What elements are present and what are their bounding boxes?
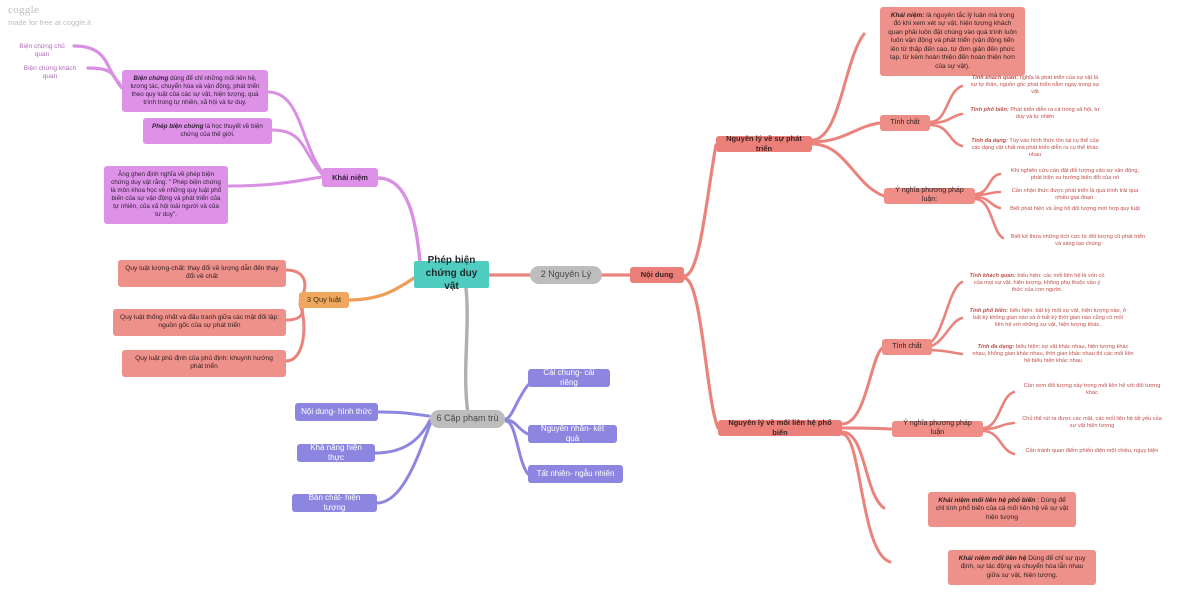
hub-label: 2 Nguyên Lý [540,269,592,280]
category-nguyen-nhan-ket-qua[interactable]: Nguyên nhân- kết quả [528,423,617,443]
node-nguyen-ly-su-phat-trien[interactable]: Nguyên lý về sự phát triển [716,134,812,153]
text-body: biểu hiện: sự vật khác nhau, hiện tượng … [972,344,1134,365]
text-body: Chủ thể rút ra được các mặt, các mối liê… [1022,416,1162,430]
category-kha-nang-hien-thuc[interactable]: Khả năng hiện thực [297,442,375,462]
box-lead: Biện chứng [133,75,169,82]
node-label: Nguyên lý về mối liên hệ phổ biến [728,418,832,437]
box-khai-niem-moi-lien-he-pho-bien[interactable]: Khái niệm mối liên hệ phổ biến : Dùng để… [928,492,1076,528]
text-lead: Tính đa dạng: [971,138,1008,144]
box-text: là nguyên tắc lý luận mà trong đó khi xe… [888,12,1017,70]
node-y-nghia-phuong-phap-luan-phat-trien[interactable]: Ý nghĩa phương pháp luận: [884,187,975,204]
text-body: Cần xem đối tượng này trong mối liên hệ … [1023,383,1161,397]
node-nguyen-ly-moi-lien-he-pho-bien[interactable]: Nguyên lý về mối liên hệ phổ biến [718,418,842,437]
text-body: Biết phát hiện và ủng hộ đối tượng mới h… [1010,206,1140,212]
node-label: Tính chất [890,118,920,126]
node-tinh-chat-phat-trien[interactable]: Tính chất [880,115,930,131]
text-body: nghĩa là phát triển của sự vật là sự tự … [970,75,1100,96]
law-item-luong-chat[interactable]: Quy luật lượng-chất: thay đổi về lượng d… [118,260,286,287]
category-tat-nhien-ngau-nhien[interactable]: Tất nhiên- ngẫu nhiên [528,465,623,483]
text-tinh-pho-bien-phat-trien[interactable]: Tính phổ biến: Phát triển diễn ra cả tro… [962,104,1108,124]
text-body: Tùy vào hình thức tồn tại cụ thể của các… [971,138,1099,159]
text-lead: Tính khách quan: [971,75,1019,81]
hub-2-nguyen-ly[interactable]: 2 Nguyên Lý [530,266,602,284]
text-pp-lien-he-3[interactable]: Cần tránh quan điểm phiến diện một chiều… [1014,445,1170,458]
category-text: Bản chất- hiện tượng [308,492,361,512]
law-text: Quy luật lượng-chất: thay đổi về lượng d… [125,265,279,281]
category-text: Cái chung- cái riêng [543,367,595,387]
text-body: Cần nhận thức được phát triển là quá trì… [1011,188,1139,202]
text-body: Phát triển diễn ra cả trong xã hội, tư d… [1010,107,1100,121]
law-item-phu-dinh[interactable]: Quy luật phủ định của phủ định: khuynh h… [122,350,286,377]
root-node[interactable]: Phép biện chứng duy vật [414,255,489,292]
node-label: Tính chất [892,342,922,350]
text-pp-phat-trien-2[interactable]: Cần nhận thức được phát triển là quá trì… [1000,185,1150,205]
hub-label: Khái niệm [332,172,368,182]
text-lead: Tính khách quan: [969,273,1016,279]
box-text: Dùng để chỉ sự quy định, sự tác động và … [960,555,1086,579]
text-lead: Tính phổ biến: [970,107,1009,113]
coggle-logo: coggle [8,4,40,16]
box-text: Ăng ghen định nghĩa về phép biện chứng d… [110,171,222,219]
box-lead: Phép biện chứng [152,123,204,130]
category-text: Nguyên nhân- kết quả [540,423,605,443]
text-body: Khi nghiên cứu cần đặt đối tượng vào sự … [1010,168,1140,182]
law-text: Quy luật thống nhất và đấu tranh giữa cá… [119,314,280,330]
hub-label: 6 Cặp phạm trù [436,413,499,424]
category-text: Tất nhiên- ngẫu nhiên [536,468,615,478]
hub-3-quy-luat[interactable]: 3 Quy luật [299,292,349,308]
box-lead: Khái niệm mối liên hệ [958,555,1027,562]
box-phep-bien-chung[interactable]: Phép biện chứng là học thuyết về biện ch… [143,118,272,145]
text-lead: Tính đa dạng: [977,344,1015,350]
text-body: biểu hiện: bất kỳ một sự vật, hiện tượng… [973,308,1127,329]
text-tinh-da-dang-lien-he[interactable]: Tính đa dạng: biểu hiện: sự vật khác nha… [965,341,1141,368]
box-bien-chung[interactable]: Biện chứng dùng để chỉ những mối liên hệ… [122,70,268,113]
box-text: : Dùng để chỉ tính phổ biến của cá mối l… [935,497,1069,521]
text-pp-phat-trien-4[interactable]: Biết kế thừa những tích cực từ đối tượng… [1003,231,1153,251]
label-text: Biện chứng chủ quan [19,43,65,59]
hub-label: 3 Quy luật [306,295,342,305]
category-text: Khả năng hiện thực [310,442,362,462]
category-ban-chat-hien-tuong[interactable]: Bản chất- hiện tượng [292,492,377,512]
text-tinh-khach-quan-phat-trien[interactable]: Tính khách quan: nghĩa là phát triển của… [962,72,1108,99]
hub-khai-niem[interactable]: Khái niệm [322,168,378,187]
hub-6-cap-pham-tru[interactable]: 6 Cặp phạm trù [430,410,505,428]
node-y-nghia-phuong-phap-luan-lien-he[interactable]: Ý nghĩa phương pháp luận [892,420,983,437]
box-lead: Khái niệm: [890,12,925,19]
box-khai-niem-moi-lien-he[interactable]: Khái niệm mối liên hệ Dùng để chỉ sự quy… [948,550,1096,586]
law-item-thong-nhat-dau-tranh[interactable]: Quy luật thống nhất và đấu tranh giữa cá… [113,309,286,336]
category-text: Nội dung- hình thức [301,406,372,416]
root-node-label: Phép biện chứng duy vật [425,255,478,292]
text-tinh-khach-quan-lien-he[interactable]: Tính khách quan: biểu hiện: các mối liên… [962,270,1112,297]
text-pp-phat-trien-3[interactable]: Biết phát hiện và ủng hộ đối tượng mới h… [1000,203,1150,216]
node-label: Nguyên lý về sự phát triển [726,134,802,153]
box-lead: Khái niệm mối liên hệ phổ biến [938,497,1036,504]
coggle-tagline: made for free at coggle.it [8,18,91,27]
label-bien-chung-chu-quan[interactable]: Biện chứng chủ quan [10,40,74,63]
text-pp-lien-he-1[interactable]: Cần xem đối tượng này trong mối liên hệ … [1014,380,1170,400]
node-label: Ý nghĩa phương pháp luận [903,420,972,436]
box-text: là học thuyết về biện chứng của thế giới… [180,123,263,139]
text-body: Cần tránh quan điểm phiến diện một chiều… [1025,448,1159,454]
text-body: Biết kế thừa những tích cực từ đối tượng… [1010,234,1146,248]
node-noi-dung[interactable]: Nội dung [630,267,684,283]
text-tinh-da-dang-phat-trien[interactable]: Tính đa dạng: Tùy vào hình thức tồn tại … [962,135,1108,162]
text-lead: Tính phổ biến: [969,308,1009,314]
text-pp-lien-he-2[interactable]: Chủ thể rút ra được các mặt, các mối liê… [1014,413,1170,433]
box-khai-niem-phat-trien[interactable]: Khái niệm: là nguyên tắc lý luận mà tron… [880,7,1025,77]
text-pp-phat-trien-1[interactable]: Khi nghiên cứu cần đặt đối tượng vào sự … [1000,165,1150,185]
text-body: biểu hiện: các mối liên hệ là vốn có của… [973,273,1105,294]
box-text: dùng để chỉ những mối liên hệ, tương tác… [130,75,260,107]
node-label: Nội dung [640,270,674,280]
category-cai-chung-cai-rieng[interactable]: Cái chung- cái riêng [528,367,610,387]
label-text: Biện chứng khách quan [23,65,77,81]
label-bien-chung-khach-quan[interactable]: Biện chứng khách quan [12,62,88,85]
coggle-brand: coggle made for free at coggle.it [8,4,91,27]
law-text: Quy luật phủ định của phủ định: khuynh h… [135,355,273,371]
box-angghen-dinh-nghia[interactable]: Ăng ghen định nghĩa về phép biện chứng d… [104,166,228,225]
category-noi-dung-hinh-thuc[interactable]: Nội dung- hình thức [295,403,378,421]
text-tinh-pho-bien-lien-he[interactable]: Tính phổ biến: biểu hiện: bất kỳ một sự … [962,305,1134,332]
node-tinh-chat-lien-he[interactable]: Tính chất [882,339,932,355]
node-label: Ý nghĩa phương pháp luận: [895,187,964,203]
